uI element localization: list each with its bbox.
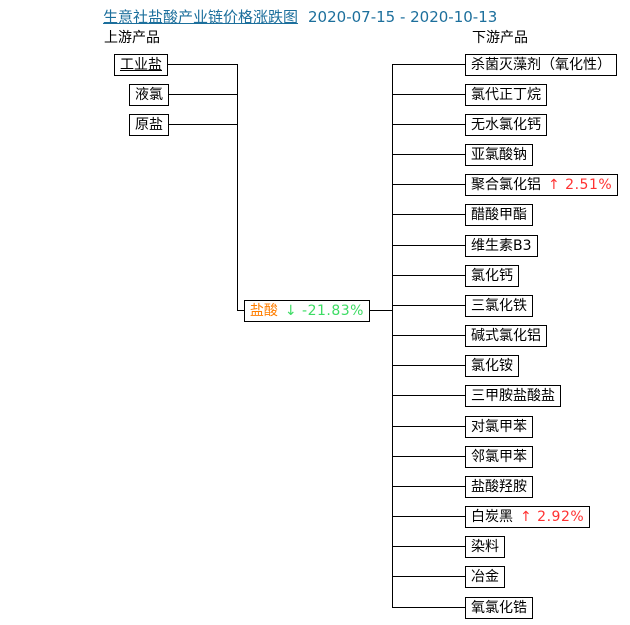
- downstream-product-box: 无水氯化钙: [465, 114, 547, 136]
- downstream-product-box: 染料: [465, 536, 505, 558]
- downstream-product-box: 碱式氯化铝: [465, 325, 547, 347]
- product-name: 液氯: [135, 87, 163, 103]
- connector-line: [150, 94, 238, 95]
- product-name: 白炭黑: [471, 509, 513, 525]
- downstream-product-box: 醋酸甲酯: [465, 204, 533, 226]
- connector-line: [392, 275, 470, 276]
- product-name: 维生素B3: [471, 238, 532, 254]
- connector-line: [392, 576, 470, 577]
- connector-line: [392, 214, 470, 215]
- connector-line: [392, 335, 470, 336]
- connector-line: [392, 486, 470, 487]
- downstream-product-box: 三氯化铁: [465, 295, 533, 317]
- connector-line: [150, 124, 238, 125]
- downstream-product-box: 聚合氯化铝 ↑ 2.51%: [465, 174, 619, 196]
- product-name: 冶金: [471, 569, 499, 585]
- product-name: 三氯化铁: [471, 298, 527, 314]
- product-name: 三甲胺盐酸盐: [471, 388, 555, 404]
- connector-line: [237, 64, 238, 311]
- title-link[interactable]: 生意社盐酸产业链价格涨跌图: [103, 8, 299, 26]
- downstream-product-box: 氯代正丁烷: [465, 84, 547, 106]
- price-change: ↑ 2.92%: [520, 509, 585, 525]
- upstream-product-box[interactable]: 工业盐: [114, 54, 168, 76]
- connector-line: [392, 305, 470, 306]
- product-name: 无水氯化钙: [471, 117, 541, 133]
- downstream-product-box: 三甲胺盐酸盐: [465, 385, 561, 407]
- product-name: 邻氯甲苯: [471, 449, 527, 465]
- product-name: 醋酸甲酯: [471, 207, 527, 223]
- downstream-product-box: 冶金: [465, 566, 505, 588]
- connector-line: [150, 64, 238, 65]
- product-name: 杀菌灭藻剂（氧化性）: [471, 57, 611, 73]
- product-name: 氯化钙: [471, 268, 513, 284]
- connector-line: [392, 395, 470, 396]
- page-title: 生意社盐酸产业链价格涨跌图 2020-07-15 - 2020-10-13: [103, 6, 497, 27]
- connector-line: [392, 426, 470, 427]
- product-name: 氧氯化锆: [471, 600, 527, 616]
- connector-line: [392, 154, 470, 155]
- connector-line: [392, 456, 470, 457]
- connector-line: [392, 546, 470, 547]
- downstream-product-box: 邻氯甲苯: [465, 446, 533, 468]
- downstream-product-box: 杀菌灭藻剂（氧化性）: [465, 54, 617, 76]
- product-name: 氯代正丁烷: [471, 87, 541, 103]
- downstream-product-box: 氯化钙: [465, 265, 519, 287]
- connector-line: [392, 607, 470, 608]
- downstream-product-box: 氯化铵: [465, 355, 519, 377]
- product-name: 亚氯酸钠: [471, 147, 527, 163]
- downstream-product-box: 氧氯化锆: [465, 597, 533, 619]
- product-name: 氯化铵: [471, 358, 513, 374]
- connector-line: [392, 124, 470, 125]
- price-change: ↑ 2.51%: [548, 177, 613, 193]
- center-product-name: 盐酸: [249, 303, 278, 319]
- upstream-product-box: 液氯: [129, 84, 169, 106]
- product-name: 聚合氯化铝: [471, 177, 541, 193]
- connector-line: [392, 365, 470, 366]
- connector-line: [392, 184, 470, 185]
- downstream-column-header: 下游产品: [472, 30, 528, 46]
- title-date-range: 2020-07-15 - 2020-10-13: [308, 8, 498, 26]
- product-name: 对氯甲苯: [471, 419, 527, 435]
- downstream-product-box: 白炭黑 ↑ 2.92%: [465, 506, 591, 528]
- center-product-box: 盐酸 ↓ -21.83%: [243, 300, 370, 322]
- downstream-product-box: 亚氯酸钠: [465, 144, 533, 166]
- product-name: 碱式氯化铝: [471, 328, 541, 344]
- product-name: 原盐: [135, 117, 163, 133]
- downstream-product-box: 对氯甲苯: [465, 416, 533, 438]
- downstream-product-box: 盐酸羟胺: [465, 476, 533, 498]
- product-name: 盐酸羟胺: [471, 479, 527, 495]
- connector-line: [392, 64, 393, 608]
- product-name: 染料: [471, 539, 499, 555]
- connector-line: [392, 516, 470, 517]
- connector-line: [392, 94, 470, 95]
- downstream-product-box: 维生素B3: [465, 235, 538, 257]
- connector-line: [370, 310, 393, 311]
- product-name: 工业盐: [120, 57, 162, 73]
- center-product-change: ↓ -21.83%: [284, 303, 364, 319]
- connector-line: [392, 64, 470, 65]
- upstream-column-header: 上游产品: [104, 30, 160, 46]
- upstream-product-box: 原盐: [129, 114, 169, 136]
- connector-line: [392, 245, 470, 246]
